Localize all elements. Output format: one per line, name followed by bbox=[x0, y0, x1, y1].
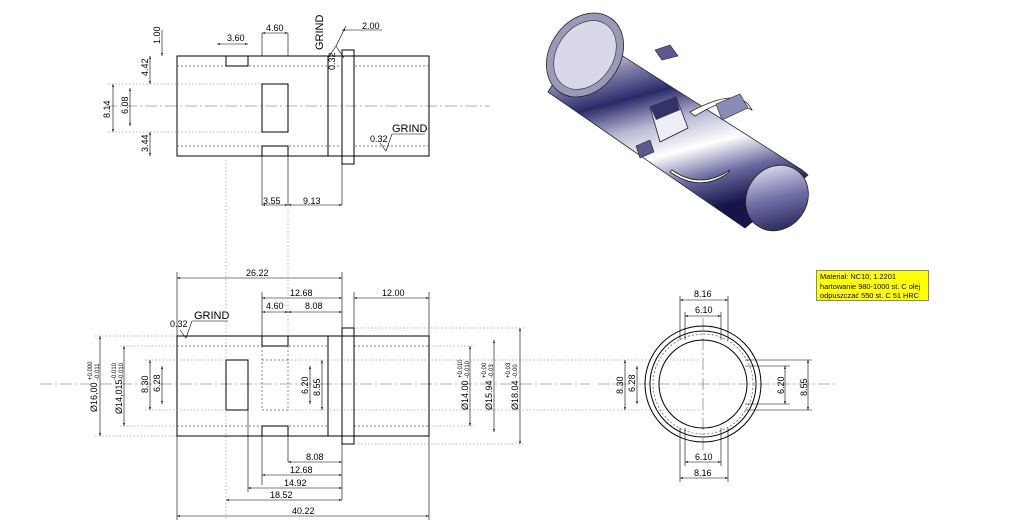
dim-1-00: 1.00 bbox=[152, 26, 162, 44]
material-note-line2: hartowanie 980-1000 st. C olej bbox=[820, 281, 921, 291]
tol-14-015-up: -0.010 bbox=[112, 362, 118, 380]
dim-4-60: 4.60 bbox=[266, 23, 284, 33]
dia-18-04: Ø18.04 bbox=[510, 380, 520, 410]
tol-15-94-up: +0.00 bbox=[482, 362, 488, 378]
dim-6-20-side: 6.20 bbox=[776, 376, 786, 394]
tol-14-up: +0.010 bbox=[458, 359, 464, 378]
tol-18-04-lo: -0.00 bbox=[513, 364, 519, 378]
dim-12-68-bot: 12.68 bbox=[290, 465, 313, 475]
rough-vertical: 0.32 bbox=[327, 52, 337, 70]
dim-18-52: 18.52 bbox=[270, 490, 293, 500]
dim-3-60: 3.60 bbox=[227, 33, 245, 43]
tol-18-04-up: +0.03 bbox=[506, 362, 512, 378]
side-view: 8.16 6.10 8.30 6.28 6.20 8.55 6.10 8.16 bbox=[598, 289, 838, 482]
tol-16-lo: -0.011 bbox=[95, 363, 101, 380]
grind-front: GRIND bbox=[194, 310, 230, 322]
tol-14-015-lo: -0.010 bbox=[119, 362, 125, 380]
front-view: 26.22 12.68 4.60 8.08 12.00 0.32 GRIND Ø… bbox=[40, 268, 700, 520]
dim-4-42: 4.42 bbox=[140, 58, 150, 76]
dim-6-28-front: 6.28 bbox=[152, 374, 162, 392]
dia-14: Ø14.00 bbox=[460, 380, 470, 410]
dim-8-14: 8.14 bbox=[102, 100, 112, 118]
dim-3-55: 3.55 bbox=[263, 196, 281, 206]
grind-mid: GRIND bbox=[392, 123, 428, 135]
dim-8-16-bot: 8.16 bbox=[694, 468, 712, 478]
top-view: 3.60 4.60 2.00 0.32 GRIND 1.00 4.42 8.14… bbox=[102, 15, 490, 520]
dim-6-28-side: 6.28 bbox=[627, 374, 637, 392]
dim-40-22: 40.22 bbox=[292, 506, 315, 516]
dim-26-22: 26.22 bbox=[246, 268, 269, 278]
dim-4-60-front: 4.60 bbox=[266, 301, 284, 311]
tol-14-lo: -0.010 bbox=[465, 360, 471, 378]
grind-vertical: GRIND bbox=[314, 15, 326, 51]
dim-8-30-front: 8.30 bbox=[140, 375, 150, 393]
dia-16: Ø16,00 bbox=[89, 382, 99, 412]
dim-6-10-bot: 6.10 bbox=[695, 452, 713, 462]
dim-14-92: 14.92 bbox=[284, 478, 307, 488]
dim-8-08-bot: 8.08 bbox=[306, 452, 324, 462]
dim-9-13: 9.13 bbox=[303, 196, 321, 206]
dia-15-94: Ø15.94 bbox=[484, 380, 494, 410]
dim-3-44: 3.44 bbox=[140, 134, 150, 152]
dim-8-30-side: 8.30 bbox=[615, 376, 625, 394]
dim-8-16-top: 8.16 bbox=[694, 289, 712, 299]
dia-14-015: Ø14,015 bbox=[114, 379, 124, 414]
tol-16-up: +0.000 bbox=[88, 361, 94, 380]
dim-12-68-top: 12.68 bbox=[290, 288, 313, 298]
rough-front: 0.32 bbox=[170, 319, 188, 329]
dim-6-20-front: 6.20 bbox=[300, 376, 310, 394]
dim-8-08-top: 8.08 bbox=[305, 301, 323, 311]
rough-mid: 0.32 bbox=[370, 134, 388, 144]
material-note-line3: odpuszczać 550 st. C 51 HRC bbox=[820, 291, 919, 300]
dim-12-00: 12.00 bbox=[382, 288, 405, 298]
material-note-line1: Materiał: NC10; 1.2201 bbox=[820, 272, 896, 281]
dim-8-55-front: 8.55 bbox=[312, 378, 322, 396]
tol-15-94-lo: -0.03 bbox=[489, 364, 495, 378]
dim-6-08: 6.08 bbox=[120, 96, 130, 114]
isometric-render bbox=[546, 12, 809, 232]
dim-2-00: 2.00 bbox=[362, 21, 380, 31]
material-note: Materiał: NC10; 1.2201 hartowanie 980-10… bbox=[816, 270, 929, 301]
dim-6-10-top: 6.10 bbox=[695, 305, 713, 315]
dim-8-55-side: 8.55 bbox=[799, 378, 809, 396]
